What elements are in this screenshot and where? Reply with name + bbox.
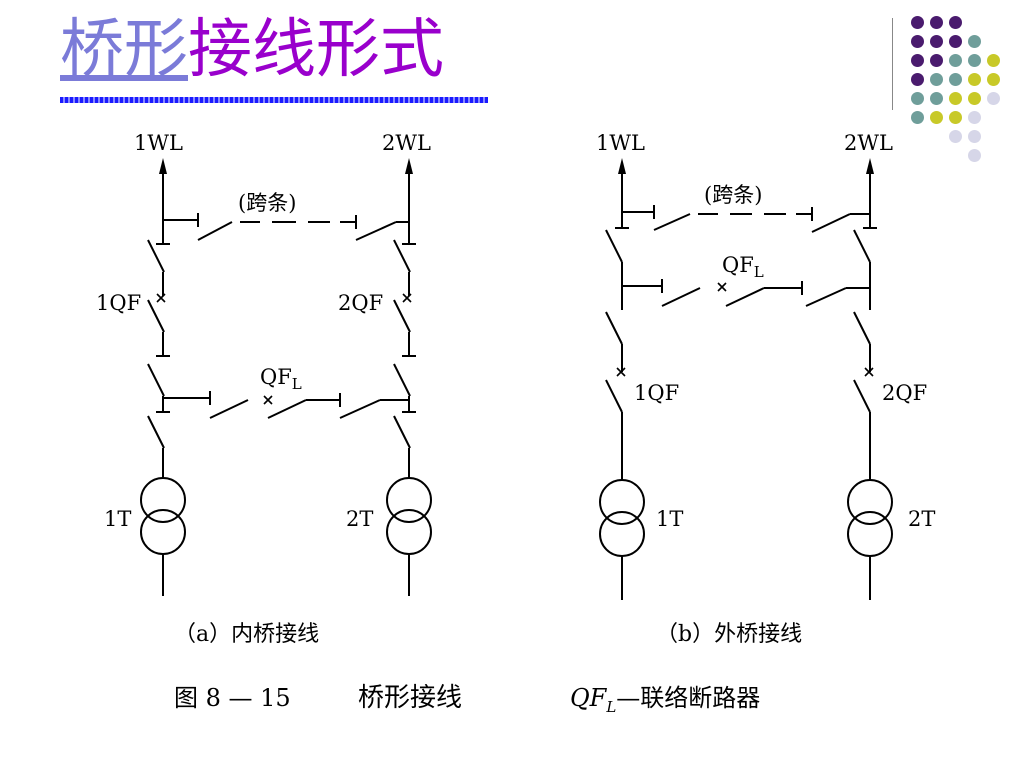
breaker-label-2qf-b: 2QF <box>882 381 927 405</box>
figure-name: 桥形接线 <box>358 683 462 713</box>
title-underline <box>60 97 488 103</box>
decor-dot <box>911 73 924 86</box>
decor-dot <box>930 16 943 29</box>
decor-dot <box>949 73 962 86</box>
decor-dot <box>987 92 1000 105</box>
decor-dot <box>911 92 924 105</box>
legend-description: —联络断路器 <box>616 684 760 712</box>
caption-b: （b）外桥接线 <box>656 622 802 647</box>
caption-a: （a）内桥接线 <box>174 622 319 647</box>
decor-dot <box>987 73 1000 86</box>
transformer-label-1t-b: 1T <box>656 507 683 531</box>
decor-dot <box>968 54 981 67</box>
decor-dot <box>987 54 1000 67</box>
jumper-label-a: (跨条) <box>238 191 296 215</box>
tie-breaker-label-a: QFL <box>260 365 302 393</box>
breaker-label-2qf-a: 2QF <box>338 291 383 315</box>
decor-dot <box>911 111 924 124</box>
tie-breaker-label-b: QFL <box>722 253 764 281</box>
breaker-label-1qf-b: 1QF <box>634 381 679 405</box>
line-label-2wl-a: 2WL <box>382 131 431 155</box>
decor-dot <box>949 111 962 124</box>
decor-dot <box>949 130 962 143</box>
transformer-label-2t-a: 2T <box>346 507 373 531</box>
decor-dot <box>968 92 981 105</box>
decor-dot <box>949 54 962 67</box>
decor-dot <box>949 16 962 29</box>
decor-dot <box>911 35 924 48</box>
feeder-left-b <box>599 158 645 600</box>
decor-dot <box>968 149 981 162</box>
decor-dot <box>968 35 981 48</box>
figure-number: 图 8 — 15 <box>174 684 291 712</box>
tie-breaker-symbol-b: QF <box>722 253 754 277</box>
diagram-a <box>140 158 432 596</box>
decor-dot <box>968 130 981 143</box>
decor-dot <box>968 73 981 86</box>
tie-breaker-subscript-a: L <box>292 375 302 393</box>
decor-dot <box>911 16 924 29</box>
decor-dot <box>930 54 943 67</box>
breaker-label-1qf-a: 1QF <box>96 291 141 315</box>
jumper-label-b: (跨条) <box>704 183 762 207</box>
line-label-2wl-b: 2WL <box>844 131 893 155</box>
line-label-1wl-a: 1WL <box>134 131 183 155</box>
diagram-b <box>599 158 893 600</box>
bridge-breaker-a <box>163 391 409 419</box>
decor-dot <box>949 35 962 48</box>
jumper-a <box>163 213 409 241</box>
figure-legend: QFL—联络断路器 <box>570 684 760 716</box>
title-link[interactable]: 桥形 <box>60 13 188 87</box>
tie-breaker-symbol-a: QF <box>260 365 292 389</box>
decor-dot <box>930 92 943 105</box>
transformer-label-1t-a: 1T <box>104 507 131 531</box>
decor-dot <box>930 111 943 124</box>
transformer-label-2t-b: 2T <box>908 507 935 531</box>
slide-title: 桥形接线形式 <box>60 10 444 90</box>
bridge-breaker-b <box>622 279 870 307</box>
feeder-left-a <box>140 158 186 596</box>
tie-breaker-subscript-b: L <box>754 263 764 281</box>
feeder-right-b <box>847 158 893 600</box>
jumper-b <box>622 205 870 233</box>
legend-symbol: QF <box>570 684 608 712</box>
decor-dot <box>930 35 943 48</box>
decor-dot <box>930 73 943 86</box>
line-label-1wl-b: 1WL <box>596 131 645 155</box>
decor-dot <box>968 111 981 124</box>
decor-divider <box>892 18 893 110</box>
title-text: 接线形式 <box>188 13 444 87</box>
legend-subscript: L <box>605 698 616 716</box>
decor-dot <box>949 92 962 105</box>
feeder-right-a <box>386 158 432 596</box>
decor-dot <box>911 54 924 67</box>
